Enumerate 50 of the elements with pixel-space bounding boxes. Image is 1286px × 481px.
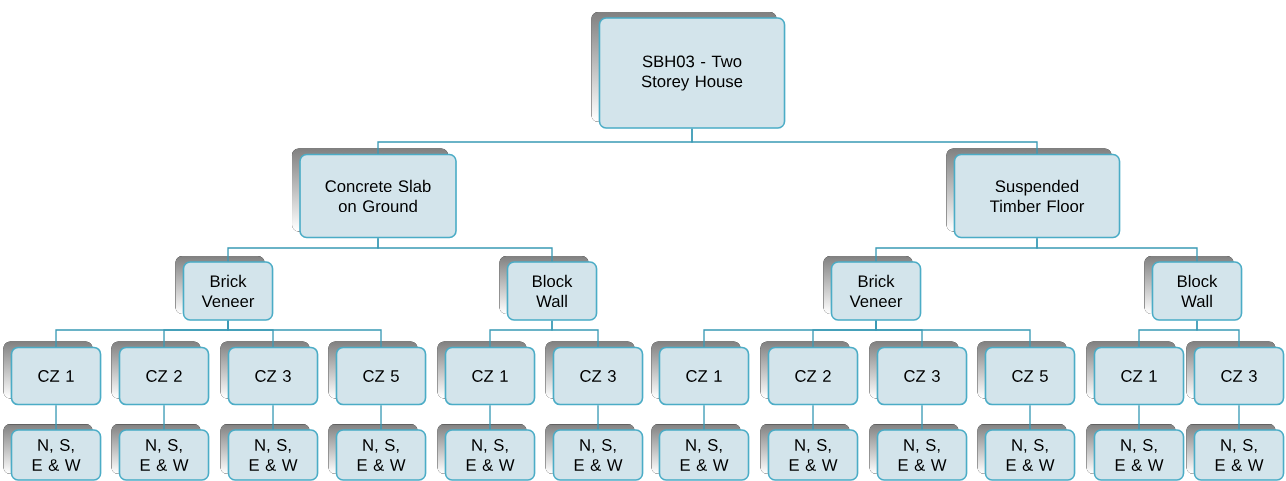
org-chart-box: Brick Veneer	[175, 256, 274, 321]
org-chart-box: N, S, E & W	[111, 424, 210, 481]
org-chart-box: N, S, E & W	[437, 424, 536, 481]
connector-line	[489, 404, 491, 430]
connector-line	[272, 404, 274, 430]
connector-line	[1036, 237, 1198, 262]
org-chart-box: N, S, E & W	[1186, 424, 1285, 481]
org-chart-box: CZ 5	[328, 341, 427, 406]
org-chart-box: CZ 3	[1186, 341, 1285, 406]
org-chart-box: N, S, E & W	[760, 424, 859, 481]
connector-line	[597, 404, 599, 430]
org-chart-box: N, S, E & W	[869, 424, 968, 481]
connector-line	[380, 404, 382, 430]
org-chart-box: CZ 2	[760, 341, 859, 406]
org-chart-box: CZ 1	[3, 341, 102, 406]
org-chart-box: CZ 1	[1086, 341, 1185, 406]
org-chart-box: CZ 2	[111, 341, 210, 406]
connector-line	[377, 237, 553, 262]
org-chart-box: N, S, E & W	[651, 424, 750, 481]
connector-line	[1238, 404, 1240, 430]
connector-line	[55, 404, 57, 430]
connector-line	[691, 128, 1038, 155]
org-chart-box: CZ 3	[545, 341, 644, 406]
org-chart-box: Block Wall	[499, 256, 598, 321]
org-chart-box: Suspended Timber Floor	[946, 148, 1121, 239]
org-chart-box: N, S, E & W	[328, 424, 427, 481]
org-chart-box: N, S, E & W	[220, 424, 319, 481]
org-chart-box: N, S, E & W	[977, 424, 1076, 481]
connector-line	[1029, 404, 1031, 430]
org-chart-box: SBH03 - Two Storey House	[591, 12, 786, 129]
org-chart-box: CZ 3	[220, 341, 319, 406]
connector-line	[1196, 320, 1240, 348]
connector-line	[921, 404, 923, 430]
connector-line	[875, 320, 1031, 348]
org-chart-box: N, S, E & W	[1086, 424, 1185, 481]
connector-line	[227, 320, 382, 348]
connector-line	[703, 404, 705, 430]
connector-line	[551, 320, 599, 348]
org-chart-box: N, S, E & W	[3, 424, 102, 481]
org-chart-box: CZ 1	[651, 341, 750, 406]
org-chart-box: N, S, E & W	[545, 424, 644, 481]
connector-line	[1138, 404, 1140, 430]
org-chart-box: CZ 3	[869, 341, 968, 406]
org-chart-box: Block Wall	[1144, 256, 1243, 321]
org-chart-box: Brick Veneer	[823, 256, 922, 321]
connector-line	[163, 404, 165, 430]
connector-line	[812, 404, 814, 430]
org-chart-box: CZ 5	[977, 341, 1076, 406]
org-chart-box: CZ 1	[437, 341, 536, 406]
org-chart-box: Concrete Slab on Ground	[292, 148, 457, 239]
